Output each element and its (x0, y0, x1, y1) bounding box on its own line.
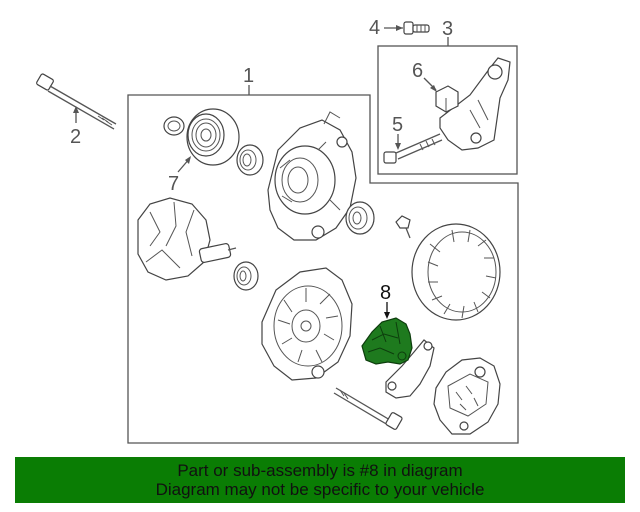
mounting-bracket (439, 57, 511, 151)
front-bearing (236, 144, 264, 176)
stator (411, 223, 501, 321)
callout-6: 6 (412, 60, 423, 82)
bolt-part-5 (383, 133, 443, 164)
banner-line-2: Diagram may not be specific to your vehi… (155, 480, 485, 499)
pulley-part-7 (186, 108, 240, 166)
rear-cover (433, 357, 501, 435)
voltage-regulator-part-8 (361, 317, 413, 365)
through-bolt (333, 387, 403, 430)
callout-1: 1 (243, 65, 254, 87)
assembly-outline-box (127, 94, 519, 444)
terminal-plate (385, 339, 435, 399)
callout-8: 8 (380, 282, 391, 304)
callout-4: 4 (369, 17, 380, 39)
parts-diagram: 1 3 4 2 6 5 (36, 17, 519, 444)
middle-bearing (345, 201, 375, 235)
nut-part-6 (435, 85, 459, 113)
small-screw (395, 215, 411, 239)
long-bolt-part-2 (36, 73, 117, 130)
banner-line-1: Part or sub-assembly is #8 in diagram (177, 461, 463, 480)
callout-5: 5 (392, 114, 403, 136)
front-housing (267, 111, 357, 241)
callout-7: 7 (168, 173, 179, 195)
rotor (137, 197, 237, 281)
small-bolt-part-4 (403, 21, 430, 35)
pulley-cap (163, 116, 185, 136)
callout-2: 2 (70, 126, 81, 148)
info-banner: Part or sub-assembly is #8 in diagram Di… (15, 457, 625, 503)
callout-3: 3 (442, 18, 453, 40)
rear-bearing (233, 261, 259, 291)
rear-housing (261, 267, 353, 381)
